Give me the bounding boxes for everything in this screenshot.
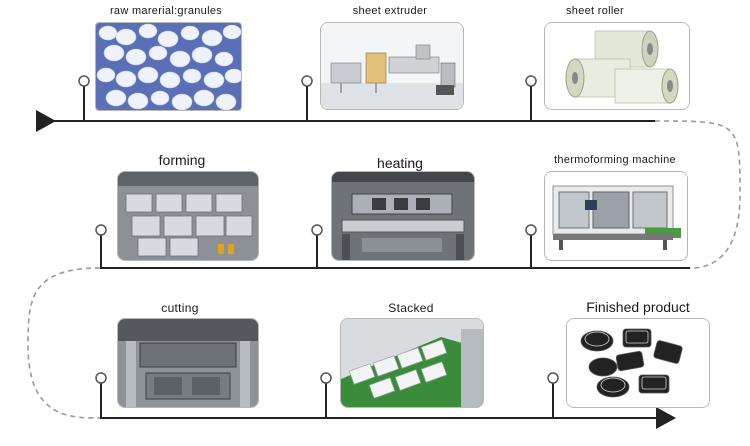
photo-sheet-extruder — [320, 22, 464, 110]
label-stacked: Stacked — [388, 301, 434, 315]
photo-sheet-roller — [544, 22, 690, 110]
extruder-image — [321, 23, 463, 109]
photo-raw-granules — [95, 22, 242, 111]
node-heating — [311, 224, 323, 236]
node-forming — [95, 224, 107, 236]
node-extruder — [301, 75, 313, 87]
photo-thermoforming-machine — [544, 171, 688, 261]
cutting-image — [118, 319, 258, 407]
label-forming: forming — [158, 152, 206, 168]
label-cutting: cutting — [161, 301, 199, 315]
photo-forming — [117, 171, 259, 261]
label-sheet-roller: sheet roller — [565, 5, 624, 17]
label-sheet-extruder: sheet extruder — [352, 5, 428, 17]
heating-image — [332, 172, 474, 260]
label-raw-material: raw marerial:granules — [109, 5, 223, 17]
node-thermo — [525, 224, 537, 236]
node-raw — [78, 75, 90, 87]
finished-product-image — [567, 319, 709, 407]
end-arrow-icon — [656, 407, 676, 429]
forming-image — [118, 172, 258, 260]
left-dashed-connector — [27, 267, 101, 419]
photo-stacked — [340, 318, 484, 408]
label-heating: heating — [377, 155, 423, 171]
start-arrow-icon — [36, 110, 56, 132]
photo-finished-product — [566, 318, 710, 408]
photo-heating — [331, 171, 475, 261]
node-roller — [525, 75, 537, 87]
label-thermoforming-machine: thermoforming machine — [554, 154, 676, 166]
roller-image — [545, 23, 689, 109]
label-finished-product: Finished product — [586, 299, 690, 315]
thermo-machine-image — [545, 172, 687, 260]
node-cutting — [95, 372, 107, 384]
granules-image — [96, 23, 241, 110]
node-stacked — [320, 372, 332, 384]
photo-cutting — [117, 318, 259, 408]
node-finished — [547, 372, 559, 384]
stacked-image — [341, 319, 483, 407]
